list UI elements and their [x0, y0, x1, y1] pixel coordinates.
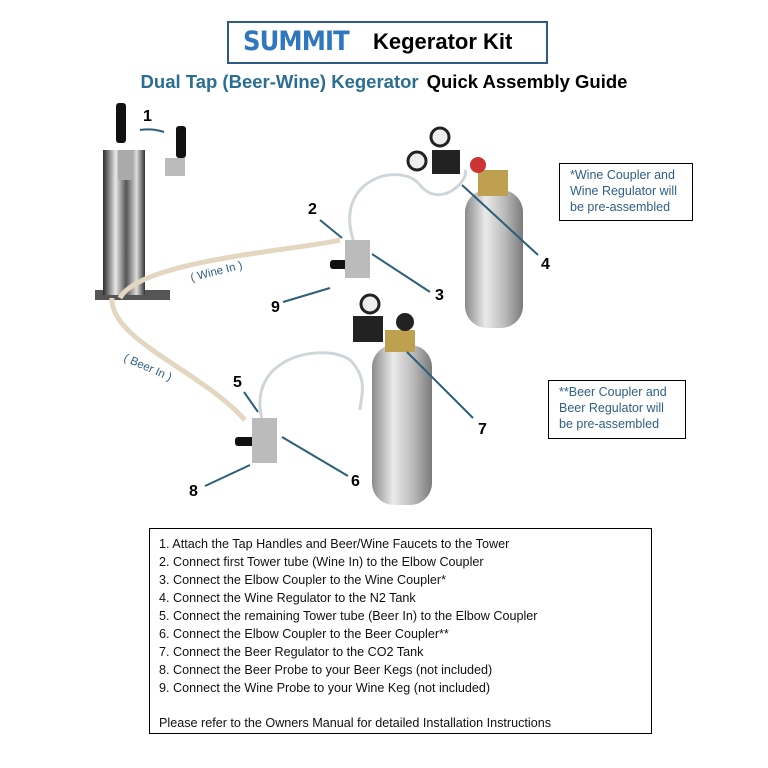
- subtitle-guide: Quick Assembly Guide: [426, 71, 628, 92]
- step-2: 2. Connect first Tower tube (Wine In) to…: [159, 555, 484, 569]
- step-1: 1. Attach the Tap Handles and Beer/Wine …: [159, 537, 510, 551]
- step-3: 3. Connect the Elbow Coupler to the Wine…: [159, 573, 447, 587]
- note-line: be pre-assembled: [570, 200, 671, 214]
- callout-arrows: [204, 184, 539, 487]
- callout-9: 9: [271, 299, 280, 316]
- callout-4: 4: [541, 256, 550, 273]
- summit-logo: SUMMIT: [243, 26, 350, 57]
- note-line: **Beer Coupler and: [559, 385, 667, 399]
- step-6: 6. Connect the Elbow Coupler to the Beer…: [159, 627, 449, 641]
- assembly-steps: 1. Attach the Tap Handles and Beer/Wine …: [149, 528, 652, 734]
- subtitle: Dual Tap (Beer-Wine) Kegerator Quick Asse…: [0, 71, 768, 93]
- callout-7: 7: [478, 421, 487, 438]
- callout-2: 2: [308, 201, 317, 218]
- step-5: 5. Connect the remaining Tower tube (Bee…: [159, 609, 538, 623]
- beer-tower: [95, 103, 186, 300]
- manual-reference: Please refer to the Owners Manual for de…: [159, 716, 552, 730]
- subtitle-product: Dual Tap (Beer-Wine) Kegerator: [140, 71, 419, 92]
- n2-tank: [406, 126, 523, 328]
- step-4: 4. Connect the Wine Regulator to the N2 …: [159, 591, 416, 605]
- wine-coupler: [330, 240, 370, 278]
- note-line: Beer Regulator will: [559, 401, 664, 415]
- callout-3: 3: [435, 287, 444, 304]
- beer-preassembled-note: **Beer Coupler and Beer Regulator will b…: [548, 380, 686, 439]
- note-line: *Wine Coupler and: [570, 168, 675, 182]
- callout-6: 6: [351, 473, 360, 490]
- step-9: 9. Connect the Wine Probe to your Wine K…: [159, 681, 491, 695]
- header-box: SUMMIT Kegerator Kit: [227, 21, 548, 64]
- tubes: [109, 169, 467, 441]
- beer-coupler: [235, 418, 277, 463]
- step-7: 7. Connect the Beer Regulator to the CO2…: [159, 645, 424, 659]
- co2-tank: [353, 293, 432, 505]
- note-line: Wine Regulator will: [570, 184, 677, 198]
- callout-1: 1: [143, 108, 152, 125]
- step-8: 8. Connect the Beer Probe to your Beer K…: [159, 663, 493, 677]
- callout-5: 5: [233, 374, 242, 391]
- note-line: be pre-assembled: [559, 417, 660, 431]
- wine-preassembled-note: *Wine Coupler and Wine Regulator will be…: [559, 163, 693, 221]
- header-title: Kegerator Kit: [373, 29, 513, 54]
- callout-8: 8: [189, 483, 198, 500]
